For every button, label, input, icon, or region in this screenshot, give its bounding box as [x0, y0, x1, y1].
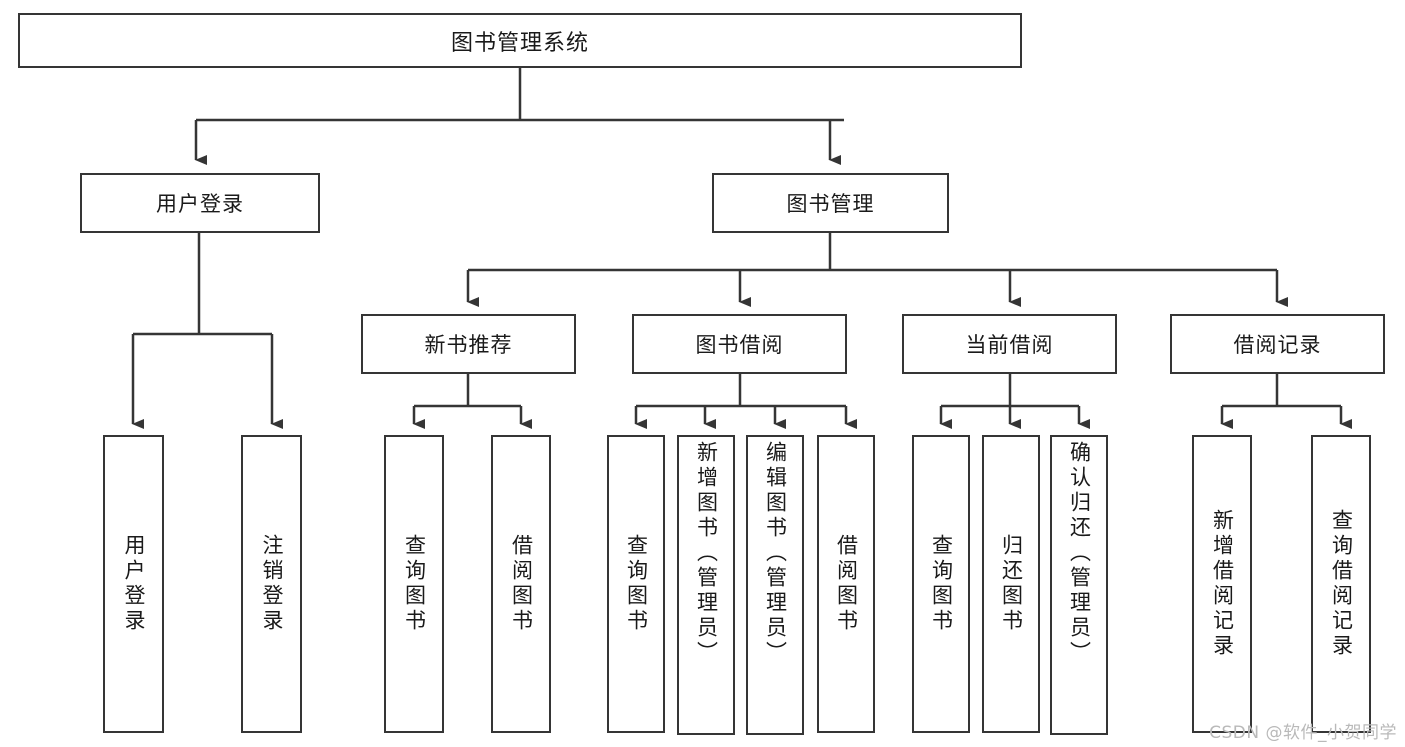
leaf-book-borrow-add[interactable]: 新增图书（管理员） [677, 435, 735, 735]
csdn-watermark: CSDN @软件_小贺同学 [1209, 723, 1397, 743]
leaf-new-book-borrow-label: 借阅图书 [509, 534, 534, 634]
leaf-current-borrow-return-label: 归还图书 [999, 534, 1024, 634]
leaf-borrow-record-query[interactable]: 查询借阅记录 [1311, 435, 1371, 733]
node-book-borrow[interactable]: 图书借阅 [632, 314, 847, 374]
leaf-current-borrow-query[interactable]: 查询图书 [912, 435, 970, 733]
leaf-current-borrow-confirm-label: 确认归还（管理员） [1067, 441, 1092, 666]
leaf-book-borrow-borrow-label: 借阅图书 [834, 534, 859, 634]
leaf-borrow-record-query-label: 查询借阅记录 [1329, 509, 1354, 659]
leaf-borrow-record-add[interactable]: 新增借阅记录 [1192, 435, 1252, 733]
leaf-book-borrow-edit[interactable]: 编辑图书（管理员） [746, 435, 804, 735]
node-book-management-label: 图书管理 [786, 192, 875, 216]
node-root-label: 图书管理系统 [450, 30, 589, 56]
leaf-book-borrow-edit-label: 编辑图书（管理员） [763, 441, 788, 666]
leaf-current-borrow-confirm[interactable]: 确认归还（管理员） [1050, 435, 1108, 735]
leaf-new-book-query[interactable]: 查询图书 [384, 435, 444, 733]
leaf-user-login-login[interactable]: 用户登录 [103, 435, 164, 733]
node-new-book-recommend-label: 新书推荐 [424, 333, 513, 357]
leaf-borrow-record-add-label: 新增借阅记录 [1210, 509, 1235, 659]
leaf-user-login-logout[interactable]: 注销登录 [241, 435, 302, 733]
leaf-new-book-borrow[interactable]: 借阅图书 [491, 435, 551, 733]
leaf-user-login-login-label: 用户登录 [122, 534, 146, 634]
node-borrow-record-label: 借阅记录 [1233, 333, 1322, 357]
node-book-management[interactable]: 图书管理 [712, 173, 949, 233]
leaf-book-borrow-borrow[interactable]: 借阅图书 [817, 435, 875, 733]
node-new-book-recommend[interactable]: 新书推荐 [361, 314, 576, 374]
leaf-new-book-query-label: 查询图书 [402, 534, 427, 634]
node-borrow-record[interactable]: 借阅记录 [1170, 314, 1385, 374]
leaf-book-borrow-query-label: 查询图书 [624, 534, 649, 634]
leaf-user-login-logout-label: 注销登录 [260, 534, 284, 634]
node-user-login[interactable]: 用户登录 [80, 173, 320, 233]
leaf-book-borrow-query[interactable]: 查询图书 [607, 435, 665, 733]
node-current-borrow[interactable]: 当前借阅 [902, 314, 1117, 374]
leaf-book-borrow-add-label: 新增图书（管理员） [694, 441, 719, 666]
node-root-library-system[interactable]: 图书管理系统 [18, 13, 1022, 68]
node-current-borrow-label: 当前借阅 [965, 333, 1054, 357]
leaf-current-borrow-return[interactable]: 归还图书 [982, 435, 1040, 733]
leaf-current-borrow-query-label: 查询图书 [929, 534, 954, 634]
node-user-login-label: 用户登录 [156, 192, 244, 216]
node-book-borrow-label: 图书借阅 [695, 333, 784, 357]
